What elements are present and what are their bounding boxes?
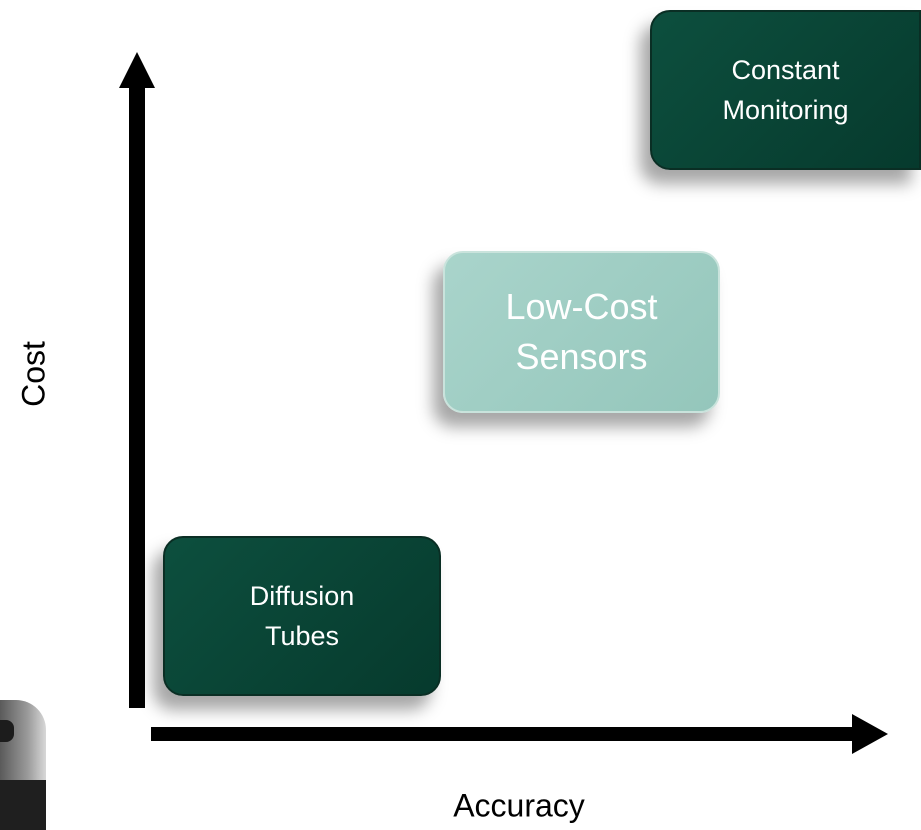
- box-diffusion-tubes: Diffusion Tubes: [163, 536, 441, 696]
- box-diffusion-tubes-line-1: Diffusion: [249, 580, 355, 611]
- y-axis-line: [129, 84, 145, 708]
- box-constant-monitoring: Constant Monitoring: [650, 10, 921, 170]
- x-axis-label: Accuracy: [453, 787, 585, 824]
- box-low-cost-sensors-line-2: Sensors: [515, 336, 648, 377]
- box-low-cost-sensors: Low-Cost Sensors: [443, 251, 720, 413]
- y-axis-label: Cost: [15, 341, 52, 407]
- box-constant-monitoring-line-1: Constant: [731, 54, 840, 85]
- device-base: [0, 780, 46, 830]
- box-low-cost-sensors-line-1: Low-Cost: [505, 285, 658, 327]
- x-axis-arrowhead: [852, 714, 888, 754]
- y-axis-arrowhead: [119, 52, 155, 88]
- x-axis-line: [151, 727, 857, 741]
- box-constant-monitoring-line-2: Monitoring: [722, 95, 849, 125]
- box-diffusion-tubes-line-2: Tubes: [264, 621, 340, 651]
- device-photo-fragment: [0, 700, 46, 830]
- device-knob: [0, 720, 14, 742]
